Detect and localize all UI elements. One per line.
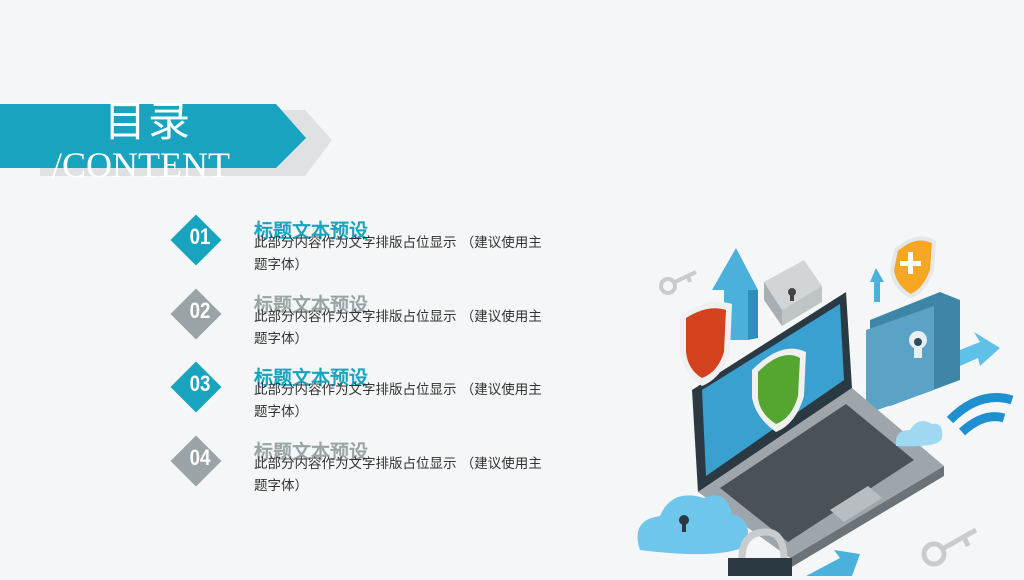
item-number: 01 bbox=[189, 224, 211, 249]
list-item: 01 标题文本预设 此部分内容作为文字排版占位显示 （建议使用主题字体） bbox=[170, 214, 574, 274]
item-number: 04 bbox=[189, 445, 211, 470]
item-title: 标题文本预设 bbox=[254, 367, 369, 389]
key-icon bbox=[659, 270, 697, 295]
item-description: 此部分内容作为文字排版占位显示 （建议使用主题字体） bbox=[254, 309, 542, 347]
item-description: 此部分内容作为文字排版占位显示 （建议使用主题字体） bbox=[254, 382, 542, 420]
laptop-security-icon bbox=[637, 236, 1014, 576]
item-title: 标题文本预设 bbox=[254, 441, 369, 463]
banner-shape bbox=[0, 104, 332, 176]
item-number: 02 bbox=[189, 298, 211, 323]
item-title: 标题文本预设 bbox=[254, 294, 369, 316]
page-subtitle: /CONTENT bbox=[52, 145, 230, 185]
security-illustration bbox=[600, 220, 1024, 580]
page-title: 目录 bbox=[104, 97, 193, 146]
item-title: 标题文本预设 bbox=[254, 220, 369, 242]
list-item: 03 标题文本预设 此部分内容作为文字排版占位显示 （建议使用主题字体） bbox=[170, 361, 574, 421]
list-item: 04 标题文本预设 此部分内容作为文字排版占位显示 （建议使用主题字体） bbox=[170, 435, 574, 495]
title-banner bbox=[0, 104, 340, 184]
item-description: 此部分内容作为文字排版占位显示 （建议使用主题字体） bbox=[254, 235, 542, 273]
item-description: 此部分内容作为文字排版占位显示 （建议使用主题字体） bbox=[254, 456, 542, 494]
list-item: 02 标题文本预设 此部分内容作为文字排版占位显示 （建议使用主题字体） bbox=[170, 288, 574, 348]
item-number: 03 bbox=[189, 371, 211, 396]
